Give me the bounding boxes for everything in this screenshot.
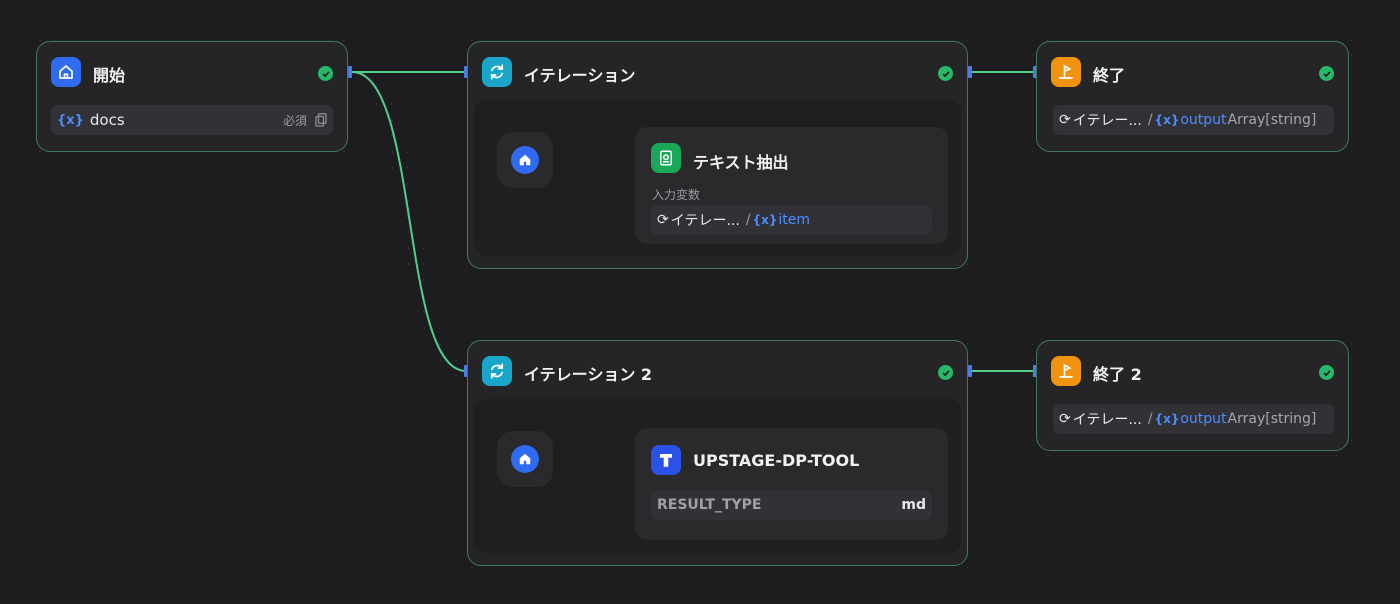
upstage-dp-tool-node[interactable]: UPSTAGE-DP-TOOL RESULT_TYPE md (635, 428, 948, 540)
success-check-icon (938, 365, 953, 380)
start-output-handle[interactable] (348, 66, 352, 78)
success-check-icon (318, 66, 333, 81)
end-flag-icon (1051, 356, 1081, 386)
iteration-node[interactable]: イテレーション テキスト抽出 入力変数 ⟳ イテレー... / {x} item (467, 41, 968, 269)
home-icon (511, 445, 539, 473)
text-extract-variable: item (778, 212, 810, 228)
end-input-handle[interactable] (1033, 66, 1037, 78)
iteration-small-icon: ⟳ (1059, 112, 1071, 128)
iteration-small-icon: ⟳ (657, 212, 669, 228)
iteration-node-header: イテレーション (482, 56, 953, 90)
path-separator: / (745, 212, 751, 228)
result-type-value: md (901, 497, 926, 513)
end-2-output-source: イテレー... (1072, 412, 1142, 428)
document-icon (651, 143, 681, 173)
iteration-2-node[interactable]: イテレーション 2 UPSTAGE-DP-TOOL RESULT_TYPE md (467, 340, 968, 566)
path-separator: / (1147, 112, 1153, 128)
iteration-start-node[interactable] (497, 132, 553, 188)
iteration-output-handle[interactable] (968, 66, 972, 78)
iteration-input-handle[interactable] (464, 66, 468, 78)
end-2-node-title: 終了 2 (1093, 365, 1142, 384)
variable-icon: {x} (1154, 412, 1180, 426)
variable-icon: {x} (752, 213, 778, 227)
path-separator: / (1147, 411, 1153, 427)
end-node-title: 終了 (1093, 66, 1126, 85)
iteration-node-title: イテレーション (524, 66, 636, 85)
variable-icon: {x} (1154, 113, 1180, 127)
end-2-output-row[interactable]: ⟳ イテレー... / {x} output Array[string] (1053, 404, 1334, 434)
iteration-2-node-title: イテレーション 2 (524, 365, 653, 384)
end-flag-icon (1051, 57, 1081, 87)
start-variable-row[interactable]: {x} docs 必須 (51, 105, 333, 135)
edge-start-to-iteration-2[interactable] (351, 71, 467, 372)
iteration-icon (482, 57, 512, 87)
input-variable-label: 入力変数 (652, 188, 701, 202)
success-check-icon (1319, 365, 1334, 380)
start-node-title: 開始 (93, 66, 126, 85)
iteration-2-output-handle[interactable] (968, 365, 972, 377)
end-2-node-header: 終了 2 (1051, 355, 1334, 389)
iteration-2-start-node[interactable] (497, 431, 553, 487)
text-extract-title: テキスト抽出 (693, 153, 789, 172)
end-output-source: イテレー... (1072, 113, 1142, 129)
variable-icon: {x} (57, 112, 84, 128)
end-output-variable: output (1180, 112, 1227, 128)
start-variable-name: docs (89, 111, 125, 129)
success-check-icon (1319, 66, 1334, 81)
end-output-type: Array[string] (1227, 112, 1317, 128)
result-type-param-row[interactable]: RESULT_TYPE md (651, 490, 932, 520)
start-node[interactable]: 開始 {x} docs 必須 (36, 41, 348, 152)
end-2-input-handle[interactable] (1033, 365, 1037, 377)
home-icon (511, 146, 539, 174)
text-extract-node[interactable]: テキスト抽出 入力変数 ⟳ イテレー... / {x} item (635, 127, 948, 244)
copy-icon[interactable] (315, 113, 327, 127)
end-2-output-variable: output (1180, 411, 1227, 427)
end-node-header: 終了 (1051, 56, 1334, 90)
start-node-header: 開始 (51, 56, 333, 90)
iteration-2-node-header: イテレーション 2 (482, 355, 953, 389)
end-node[interactable]: 終了 ⟳ イテレー... / {x} output Array[string] (1036, 41, 1349, 152)
end-2-output-type: Array[string] (1227, 411, 1317, 427)
iteration-small-icon: ⟳ (1059, 411, 1071, 427)
end-2-node[interactable]: 終了 2 ⟳ イテレー... / {x} output Array[string… (1036, 340, 1349, 451)
tool-icon (651, 445, 681, 475)
text-extract-source: イテレー... (670, 213, 740, 229)
required-label: 必須 (282, 113, 307, 128)
iteration-2-input-handle[interactable] (464, 365, 468, 377)
text-extract-input-row[interactable]: ⟳ イテレー... / {x} item (651, 205, 932, 235)
iteration-icon (482, 356, 512, 386)
home-icon (51, 57, 81, 87)
end-output-row[interactable]: ⟳ イテレー... / {x} output Array[string] (1053, 105, 1334, 135)
upstage-dp-tool-title: UPSTAGE-DP-TOOL (693, 451, 860, 470)
result-type-label: RESULT_TYPE (657, 497, 762, 513)
success-check-icon (938, 66, 953, 81)
